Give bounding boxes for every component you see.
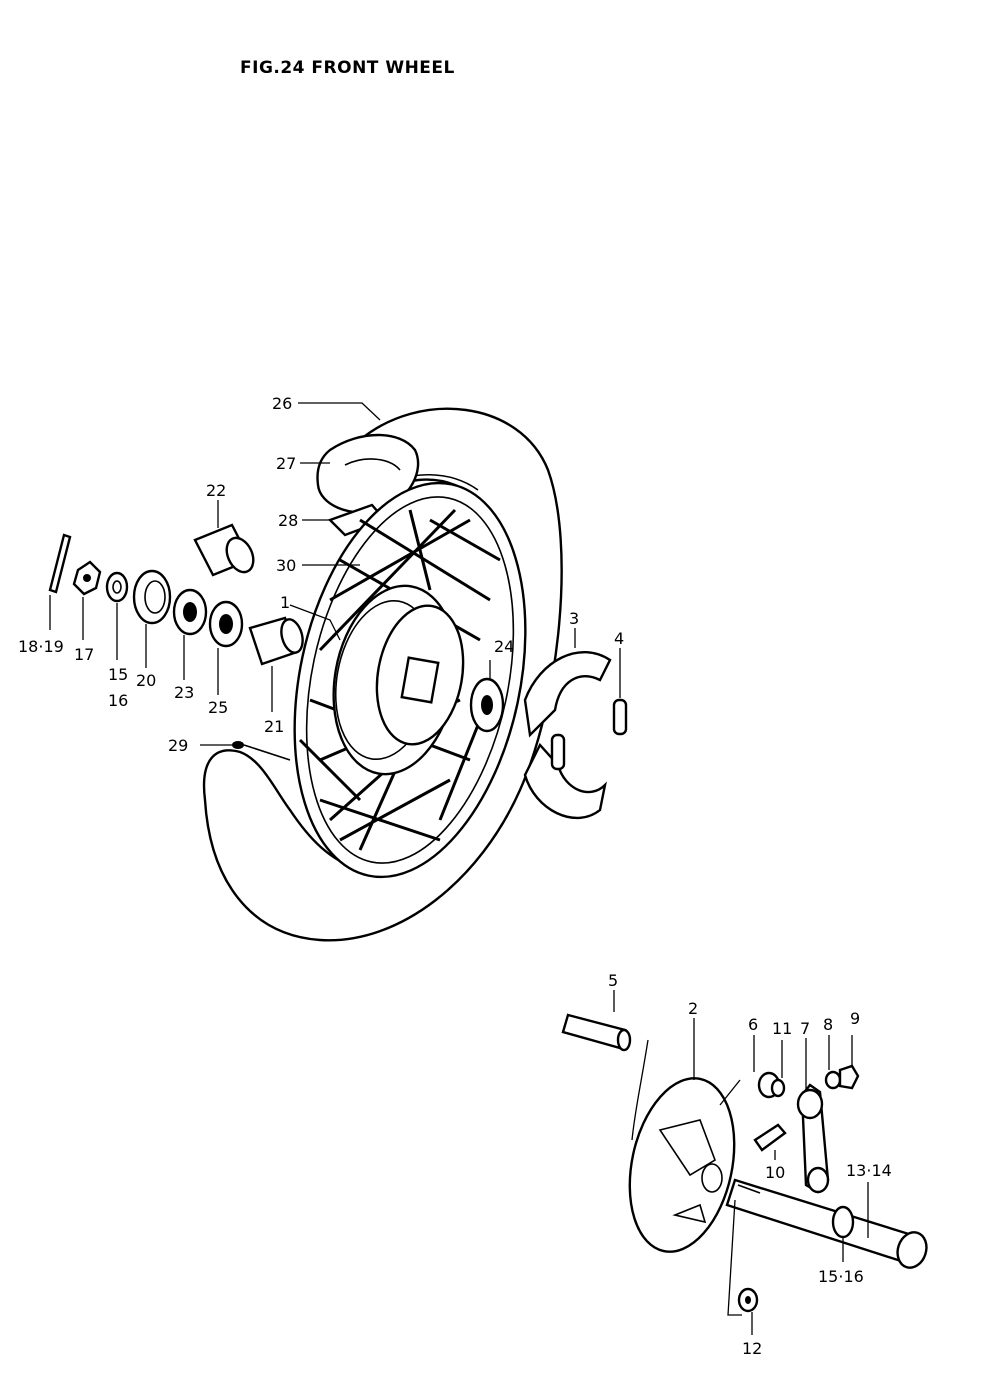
label-17: 17 — [74, 645, 94, 664]
label-10: 10 — [765, 1163, 785, 1182]
label-27: 27 — [276, 454, 296, 473]
figure-title: FIG.24 FRONT WHEEL — [240, 58, 455, 78]
label-3: 3 — [569, 609, 579, 628]
label-22: 22 — [206, 481, 226, 500]
hub-bearing-24 — [469, 677, 505, 733]
axle-spacer — [193, 523, 255, 577]
label-23: 23 — [174, 683, 194, 702]
label-9: 9 — [850, 1009, 860, 1028]
label-4: 4 — [614, 629, 624, 648]
label-29: 29 — [168, 736, 188, 755]
brake-panel — [628, 1077, 736, 1253]
lever-bolt — [753, 1123, 787, 1152]
valve — [232, 741, 291, 761]
label-7: 7 — [800, 1019, 810, 1038]
front-axle — [725, 1178, 928, 1269]
label-30: 30 — [276, 556, 296, 575]
brake-shoes — [523, 650, 612, 820]
label-24: 24 — [494, 637, 514, 656]
label-28: 28 — [278, 511, 298, 530]
label-2: 2 — [688, 999, 698, 1018]
label-15-16: 15·16 — [818, 1267, 864, 1286]
axle-collar — [248, 616, 304, 666]
washer-8 — [824, 1070, 842, 1090]
label-11: 11 — [772, 1019, 792, 1038]
wheel-hub — [332, 584, 465, 776]
callout-labels: 26 27 28 30 1 22 18·19 17 15 16 20 23 25… — [18, 394, 892, 1358]
label-12: 12 — [742, 1339, 762, 1358]
label-1: 1 — [280, 593, 290, 612]
label-25: 25 — [208, 698, 228, 717]
axle-nut — [72, 560, 102, 596]
label-21: 21 — [264, 717, 284, 736]
label-13-14: 13·14 — [846, 1161, 892, 1180]
brake-spring-pin — [612, 698, 628, 736]
label-16: 16 — [108, 691, 128, 710]
label-26: 26 — [272, 394, 292, 413]
label-15: 15 — [108, 665, 128, 684]
cam-lever — [796, 1083, 830, 1194]
nut-9 — [838, 1064, 860, 1090]
brake-cam — [561, 1013, 632, 1052]
washer — [105, 571, 129, 603]
label-5: 5 — [608, 971, 618, 990]
leader-lines — [49, 402, 869, 1335]
label-8: 8 — [823, 1015, 833, 1034]
oil-seal — [132, 569, 172, 625]
label-18-19: 18·19 — [18, 637, 64, 656]
label-20: 20 — [136, 671, 156, 690]
axle-washer — [831, 1205, 855, 1239]
bearing-23 — [172, 588, 208, 636]
nut-12 — [737, 1287, 759, 1313]
bearing-25 — [208, 600, 244, 648]
washer-11 — [770, 1078, 786, 1098]
cotter-pin — [48, 533, 72, 594]
label-6: 6 — [748, 1015, 758, 1034]
